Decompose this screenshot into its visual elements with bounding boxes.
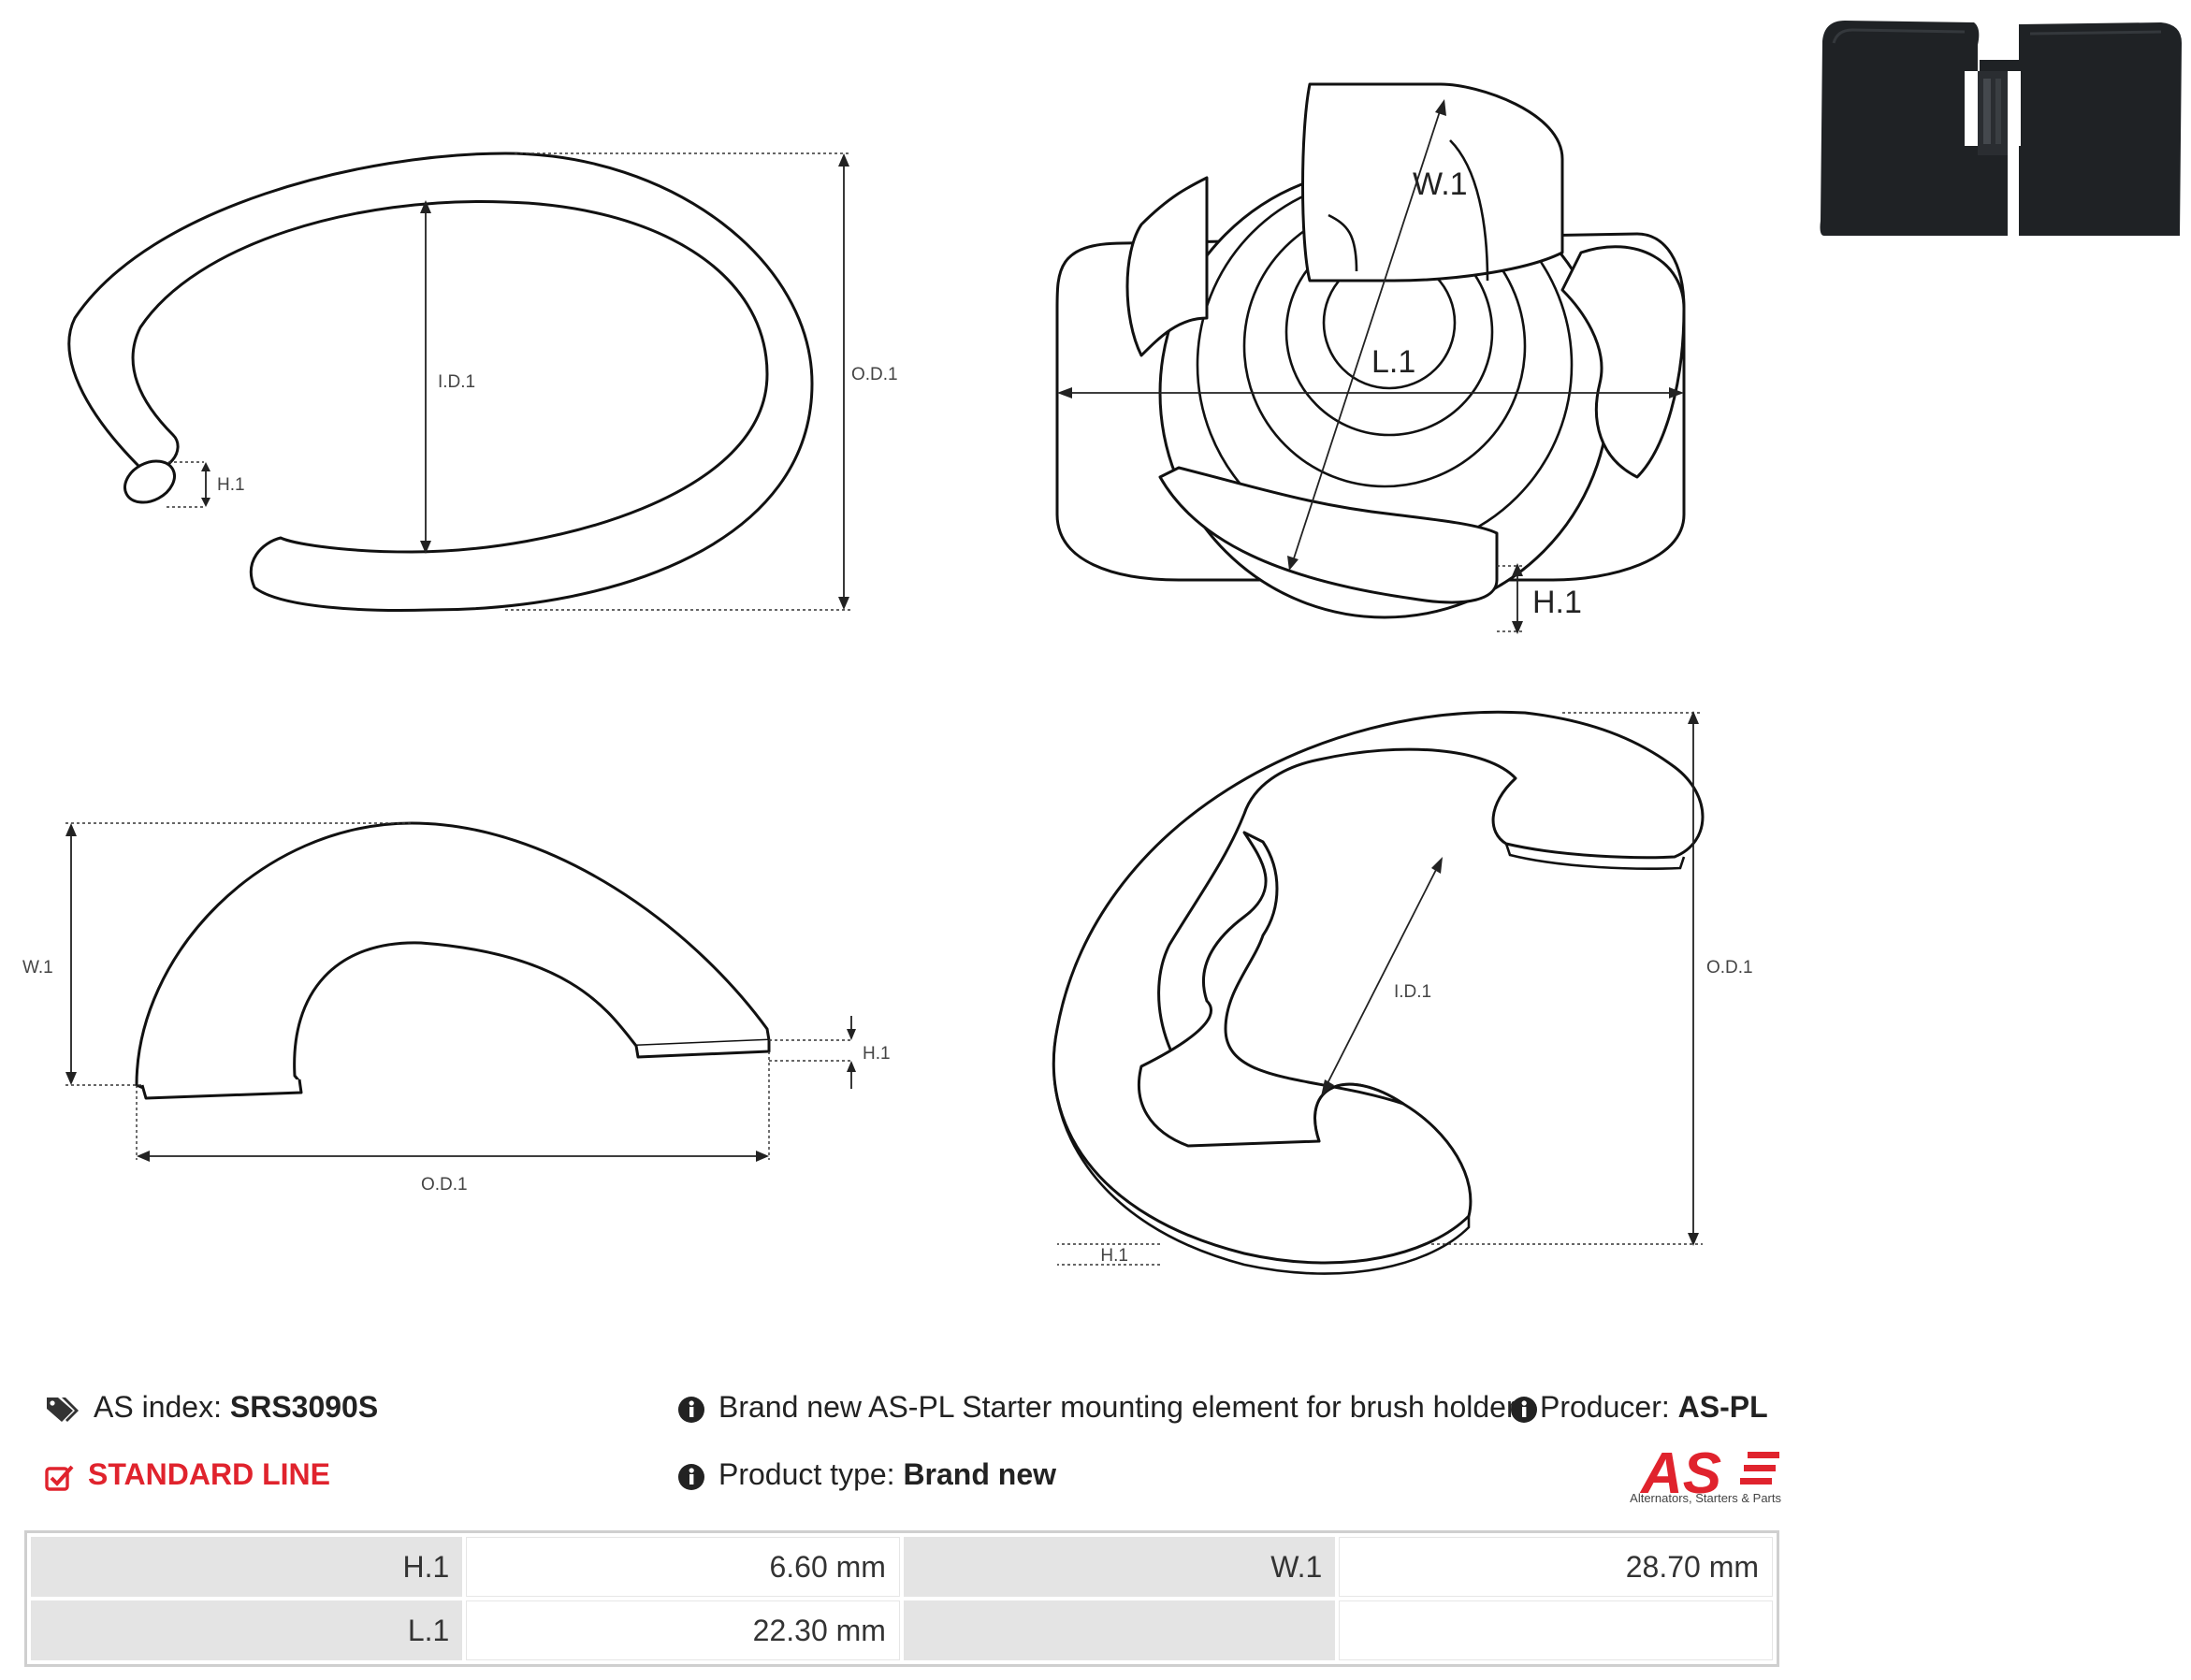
info-icon: [678, 1396, 704, 1423]
spec-key: H.1: [31, 1537, 463, 1597]
product-type-row: Product type: Brand new: [677, 1456, 1056, 1493]
half-ring-side-drawing: W.1 H.1 O.D.1: [22, 821, 891, 1195]
info-icon: [678, 1463, 704, 1490]
spec-key: [903, 1600, 1336, 1660]
producer-row: Producer: AS-PL: [1510, 1388, 1768, 1426]
spec-key: W.1: [903, 1537, 1336, 1597]
producer-value: AS-PL: [1677, 1390, 1768, 1424]
description-text: Brand new AS-PL Starter mounting element…: [718, 1390, 1516, 1424]
logo-text: AS: [1639, 1441, 1721, 1504]
id-label: I.D.1: [1394, 982, 1431, 1002]
producer-label: Producer:: [1540, 1390, 1670, 1424]
ring-top-view-drawing: O.D.1 I.D.1 H.1: [67, 152, 898, 612]
as-index-label: AS index:: [94, 1390, 222, 1424]
h-label: H.1: [1100, 1246, 1128, 1266]
product-photo: [1820, 21, 2182, 236]
h-label: H.1: [217, 475, 245, 495]
spec-value: 22.30 mm: [466, 1600, 900, 1660]
info-icon: [1511, 1396, 1537, 1423]
as-index-value: SRS3090S: [229, 1390, 379, 1424]
h-label: H.1: [1532, 585, 1582, 620]
checkbox-icon: [45, 1465, 74, 1491]
product-type-label: Product type:: [718, 1457, 895, 1491]
od-label: O.D.1: [421, 1175, 468, 1195]
c-ring-drawing: O.D.1 I.D.1 H.1: [1052, 710, 1753, 1275]
as-pl-logo: AS: [1639, 1441, 1779, 1504]
description-row: Brand new AS-PL Starter mounting element…: [677, 1388, 1516, 1426]
w-label: W.1: [22, 958, 53, 978]
spec-value: 28.70 mm: [1339, 1537, 1773, 1597]
holder-top-view-drawing: L.1 W.1 H.1: [1055, 82, 1686, 634]
id-label: I.D.1: [438, 372, 475, 392]
spec-table: H.1 6.60 mm W.1 28.70 mm L.1 22.30 mm: [24, 1530, 1779, 1667]
product-type-value: Brand new: [903, 1457, 1057, 1491]
tags-icon: [47, 1397, 79, 1422]
spec-value: 6.60 mm: [466, 1537, 900, 1597]
standard-line-row: STANDARD LINE: [45, 1456, 330, 1493]
table-row: L.1 22.30 mm: [31, 1600, 1773, 1660]
spec-value: [1339, 1600, 1773, 1660]
od-label: O.D.1: [851, 365, 898, 384]
od-label: O.D.1: [1706, 958, 1753, 978]
spec-key: L.1: [31, 1600, 463, 1660]
w-label: W.1: [1413, 167, 1468, 202]
h-label: H.1: [863, 1044, 891, 1064]
as-index-row: AS index: SRS3090S: [45, 1388, 378, 1426]
l-label: L.1: [1371, 344, 1415, 380]
logo-tagline: Alternators, Starters & Parts: [1630, 1491, 1781, 1505]
standard-line-label: STANDARD LINE: [88, 1457, 330, 1491]
table-row: H.1 6.60 mm W.1 28.70 mm: [31, 1537, 1773, 1597]
